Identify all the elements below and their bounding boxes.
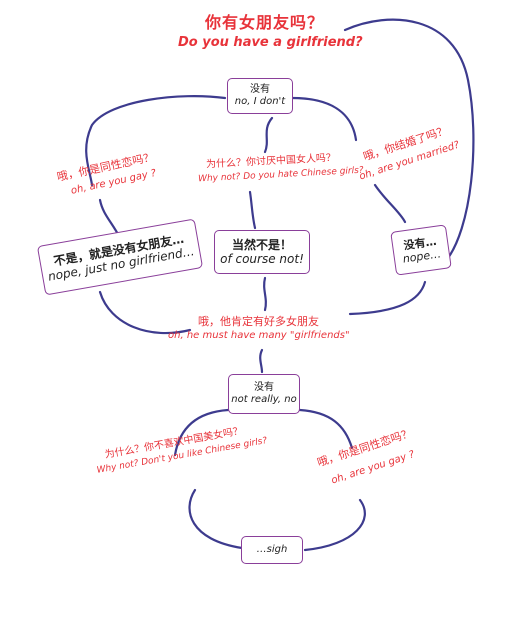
- answer-en: …sigh: [256, 544, 288, 555]
- connector-just-no-many: [98, 290, 192, 335]
- connector-hate-course: [248, 190, 257, 230]
- statement-many-en: oh, he must have many "girlfriends": [168, 330, 350, 341]
- answer-en: not really, no: [231, 394, 297, 405]
- answer-box-nope: 没有… nope…: [390, 224, 452, 276]
- answer-zh: 没有: [254, 382, 274, 393]
- answer-zh: 没有: [250, 84, 270, 95]
- connector-no-mid: [263, 116, 274, 154]
- statement-many-zh: 哦，他肯定有好多女朋友: [198, 315, 319, 328]
- connector-nope-many: [348, 280, 427, 316]
- answer-box-of-course-not: 当然不是！ of course not!: [214, 230, 310, 274]
- answer-en: no, I don't: [234, 96, 286, 107]
- answer-box-not-really: 没有 not really, no: [228, 374, 300, 414]
- connector-many-notreally: [259, 348, 264, 374]
- top-question-en: Do you have a girlfriend?: [178, 35, 363, 50]
- top-question-zh: 你有女朋友吗？: [205, 13, 325, 32]
- connector-married-nope: [373, 183, 407, 224]
- connector-no-left: [85, 95, 227, 187]
- connector-left-sigh: [188, 488, 244, 550]
- connector-course-many: [263, 276, 267, 312]
- answer-zh: 当然不是！: [231, 237, 292, 252]
- connector-no-right: [290, 96, 358, 142]
- answer-en: of course not!: [220, 252, 304, 266]
- answer-box-no-i-dont: 没有 no, I don't: [227, 78, 293, 114]
- connector-top-loop: [343, 18, 475, 264]
- connector-right-sigh: [303, 498, 366, 552]
- connector-notreally-left: [173, 408, 230, 457]
- answer-box-sigh: …sigh: [241, 536, 303, 564]
- connector-notreally-right: [298, 408, 354, 450]
